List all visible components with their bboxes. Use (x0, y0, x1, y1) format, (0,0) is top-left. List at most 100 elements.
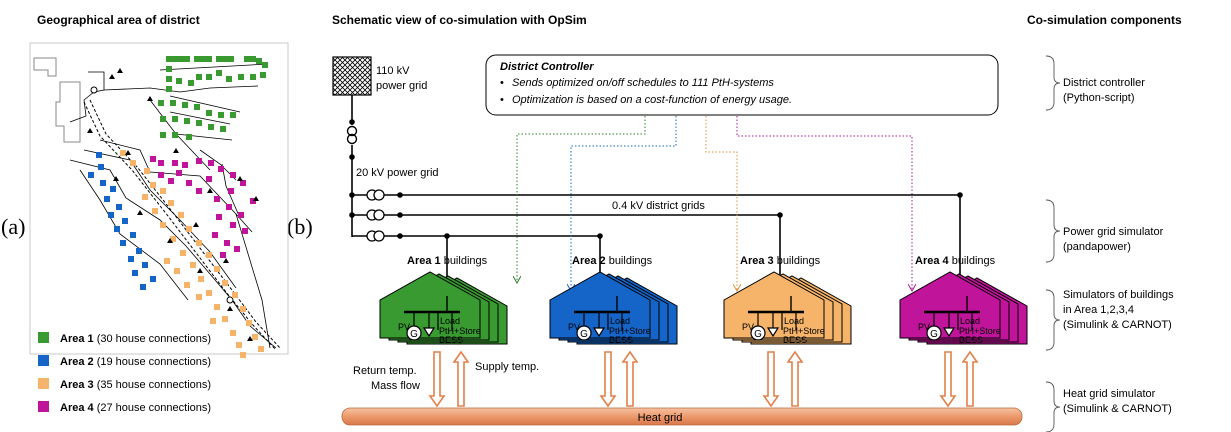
return-temp-label: Return temp. (353, 365, 417, 377)
panel-label-b: (b) (287, 214, 313, 239)
map-connection-point (193, 222, 199, 227)
component-brace (1045, 289, 1061, 351)
house-connection-marker (226, 204, 232, 210)
control-arrow-area-1 (517, 116, 646, 282)
house-connection-marker (140, 284, 146, 290)
house-connection-marker (150, 276, 156, 282)
house-connection-marker (116, 204, 122, 210)
controller-bullet-1-dot: • (500, 77, 504, 89)
house-connection-marker (88, 172, 94, 178)
house-connection-marker (206, 176, 212, 182)
district-controller-box (485, 54, 999, 116)
house-connection-marker (104, 196, 110, 202)
supply-flow-arrow (961, 350, 979, 407)
legend-area-name: Area 2 (60, 356, 94, 368)
house-connection-marker (256, 58, 262, 64)
house-connection-marker (120, 240, 126, 246)
map-connection-point (109, 74, 115, 79)
house-connection-marker (220, 126, 226, 132)
pth-store-label: PtH+Store (609, 326, 651, 336)
supply-temp-label: Supply temp. (475, 361, 539, 373)
house-connection-marker (142, 262, 148, 268)
generator-icon (406, 325, 422, 341)
component-label: (pandapower) (1063, 241, 1131, 253)
area-label: Area 1 buildings (407, 255, 488, 267)
house-connection-marker (236, 342, 242, 348)
heading-cosim-components: Co-simulation components (1027, 13, 1182, 27)
house-connection-marker (172, 160, 178, 166)
house-connection-marker (182, 102, 188, 108)
house-connection-marker (196, 74, 202, 80)
house-connection-marker (216, 70, 222, 76)
controller-title: District Controller (500, 61, 594, 73)
house-connection-marker (172, 56, 178, 62)
house-connection-marker (230, 330, 236, 336)
house-connection-marker (120, 150, 126, 156)
return-flow-arrow (939, 351, 957, 408)
legend-label: Area 2 (19 house connections) (60, 356, 211, 368)
load-label: Load (784, 316, 804, 326)
legend-label: Area 3 (35 house connections) (60, 379, 211, 391)
bess-label: BESS (609, 335, 633, 345)
house-connection-marker (166, 76, 172, 82)
generator-label: G (410, 329, 418, 340)
return-flow-arrow (428, 351, 446, 408)
bess-label: BESS (439, 335, 463, 345)
house-connection-marker (222, 280, 228, 286)
load-icon (592, 327, 606, 338)
house-connection-marker (144, 168, 150, 174)
house-connection-marker (110, 186, 116, 192)
return-flow-arrow (762, 351, 780, 408)
return-flow-arrow (599, 351, 617, 408)
area-suffix: buildings (949, 255, 996, 267)
house-connection-marker (238, 212, 244, 218)
map-connection-point (237, 176, 243, 181)
area-name: Area 3 (740, 255, 774, 267)
house-connection-marker (230, 112, 236, 118)
map-main-dashed-line (83, 101, 277, 351)
house-connection-marker (214, 196, 220, 202)
map-connection-point (137, 210, 143, 215)
map-connection-point (247, 336, 253, 341)
house-connection-marker (206, 74, 212, 80)
house-connection-marker (194, 56, 200, 62)
mass-flow-label: Mass flow (371, 380, 420, 392)
bess-label: BESS (783, 335, 807, 345)
house-connection-marker (194, 104, 200, 110)
house-connection-marker (114, 226, 120, 232)
house-connection-marker (210, 318, 216, 324)
house-connection-marker (184, 118, 190, 124)
component-brace (1045, 381, 1061, 432)
house-connection-marker (240, 180, 246, 186)
bus-node (349, 119, 355, 125)
legend-label: Area 4 (27 house connections) (60, 402, 211, 414)
pth-store-label: PtH+Store (959, 326, 1001, 336)
component-label: (Simulink & CARNOT) (1063, 319, 1172, 331)
house-connection-marker (246, 320, 252, 326)
house-connection-marker (228, 56, 234, 62)
cosim-components: District controller(Python-script)Power … (1045, 55, 1174, 432)
component-label: Heat grid simulator (1063, 388, 1156, 400)
house-connection-marker (150, 182, 156, 188)
controller-bullet-2-dot: • (500, 94, 504, 106)
house-connection-marker (244, 56, 250, 62)
house-connection-marker (186, 226, 192, 232)
house-connection-marker (188, 80, 194, 86)
generator-label: G (754, 329, 762, 340)
house-connection-marker (96, 152, 102, 158)
house-connection-marker (168, 200, 174, 206)
house-connection-marker (180, 250, 186, 256)
map-connection-point (167, 238, 173, 243)
component-label: in Area 1,2,3,4 (1063, 304, 1134, 316)
bus-node (957, 192, 963, 198)
house-connection-marker (206, 56, 212, 62)
map-connection-point (87, 128, 93, 133)
house-connection-marker (250, 74, 256, 80)
pth-store-label: PtH+Store (439, 326, 481, 336)
house-connection-marker (200, 56, 206, 62)
pv-label: PV (918, 322, 930, 332)
house-connection-marker (172, 132, 178, 138)
house-connection-marker (184, 56, 190, 62)
house-connection-marker (160, 116, 166, 122)
house-connection-marker (182, 162, 188, 168)
